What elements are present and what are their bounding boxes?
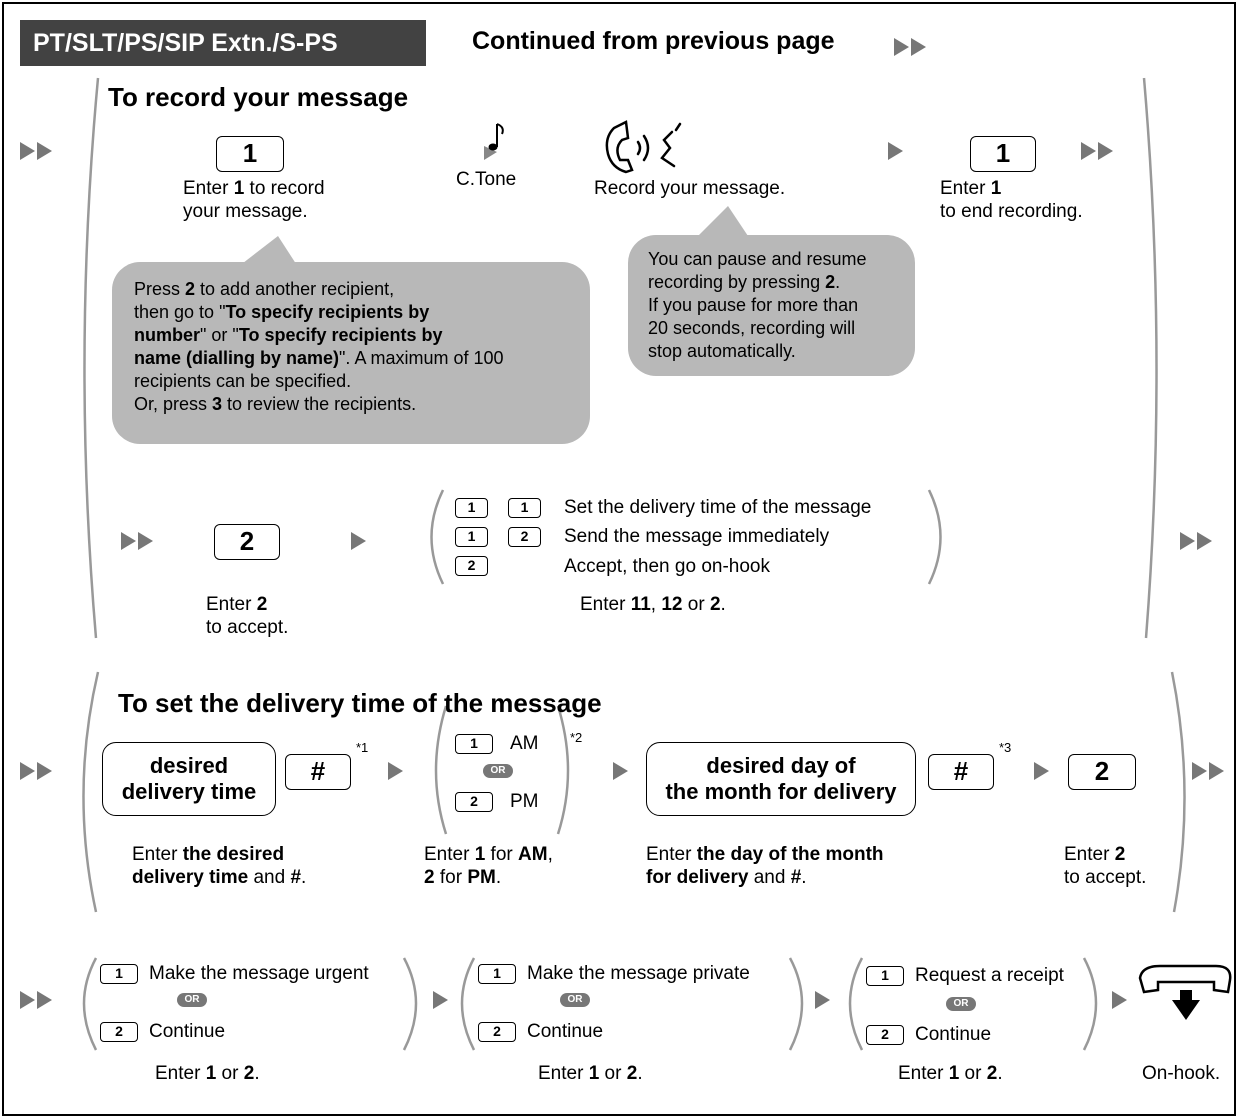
arrow-icon <box>433 991 448 1009</box>
am-label: AM <box>510 733 539 754</box>
double-arrow-icon <box>1081 142 1113 160</box>
double-arrow-icon <box>20 762 52 780</box>
pm-key: 2 <box>455 792 493 812</box>
tone-label: C.Tone <box>456 169 517 190</box>
arrow-icon <box>815 991 830 1009</box>
key-1: 1 <box>216 136 284 172</box>
arrow-icon <box>613 762 628 780</box>
on-hook-handset-icon <box>1138 964 1232 1020</box>
bubble-tail <box>692 206 752 242</box>
note-ref: *2 <box>570 730 583 745</box>
option-key: 2 <box>455 556 488 576</box>
arrow-icon <box>888 142 903 160</box>
option-label: Set the delivery time of the message <box>564 497 872 518</box>
enter-1-or-2: Enter 1 or 2. <box>155 1063 260 1084</box>
delivery-title: To set the delivery time of the message <box>118 688 602 718</box>
option-label: Accept, then go on-hook <box>564 556 770 577</box>
arrow-icon <box>388 762 403 780</box>
double-arrow-icon <box>894 38 926 56</box>
urgent-key-1: 1 <box>100 964 138 984</box>
arrow-icon <box>351 532 366 550</box>
hash-key: # <box>928 754 994 790</box>
am-key: 1 <box>455 734 493 754</box>
receipt-key-1: 1 <box>866 966 904 986</box>
double-arrow-icon <box>121 532 153 550</box>
record-title: To record your message <box>108 82 409 112</box>
pm-label: PM <box>510 791 539 812</box>
option-key: 1 <box>508 498 541 518</box>
accept-key: 2 <box>1068 754 1136 790</box>
continue-option: Continue <box>149 1021 226 1042</box>
desc-ampm: Enter 1 for AM,2 for PM. <box>424 844 553 888</box>
option-label: Send the message immediately <box>564 526 830 547</box>
urgent-key-2: 2 <box>100 1022 138 1042</box>
bubble-tail <box>234 236 300 270</box>
bracket-left <box>83 77 100 639</box>
or-badge: OR <box>177 993 207 1007</box>
or-badge: OR <box>483 764 513 778</box>
option-enter-text: Enter 11, 12 or 2. <box>580 594 726 615</box>
continued-label: Continued from previous page <box>472 27 835 55</box>
private-option: Make the message private <box>527 963 750 984</box>
receipt-key-2: 2 <box>866 1025 904 1045</box>
continue-option: Continue <box>915 1024 992 1045</box>
arrow-icon <box>1034 762 1049 780</box>
continue-option: Continue <box>527 1021 604 1042</box>
double-arrow-icon <box>20 142 52 160</box>
pause-note-bubble: You can pause and resume recording by pr… <box>628 235 915 376</box>
option-key: 1 <box>455 527 488 547</box>
enter-1-or-2: Enter 1 or 2. <box>538 1063 643 1084</box>
receipt-option: Request a receipt <box>915 965 1064 986</box>
option-key: 1 <box>455 498 488 518</box>
note-ref: *3 <box>999 740 1012 755</box>
onhook-label: On-hook. <box>1142 1063 1221 1084</box>
double-arrow-icon <box>20 991 52 1009</box>
bracket-right <box>1142 77 1158 639</box>
key-1-end: 1 <box>970 136 1036 172</box>
double-arrow-icon <box>1192 762 1224 780</box>
or-badge: OR <box>560 993 590 1007</box>
key-2: 2 <box>214 524 280 560</box>
urgent-option: Make the message urgent <box>149 963 369 984</box>
option-key: 2 <box>508 527 541 547</box>
or-badge: OR <box>946 997 976 1011</box>
mode-tab: PT/SLT/PS/SIP Extn./S-PS <box>20 20 426 66</box>
enter-1-or-2: Enter 1 or 2. <box>898 1063 1003 1084</box>
speaking-handset-icon <box>605 120 682 174</box>
hash-key: # <box>285 754 351 790</box>
double-arrow-icon <box>1180 532 1212 550</box>
arrow-icon <box>1112 991 1127 1009</box>
private-key-1: 1 <box>478 964 516 984</box>
private-key-2: 2 <box>478 1022 516 1042</box>
note-ref: *1 <box>356 740 369 755</box>
music-note-icon <box>484 123 504 160</box>
recipient-note-bubble: Press 2 to add another recipient, then g… <box>112 262 590 444</box>
record-label: Record your message. <box>594 178 786 199</box>
